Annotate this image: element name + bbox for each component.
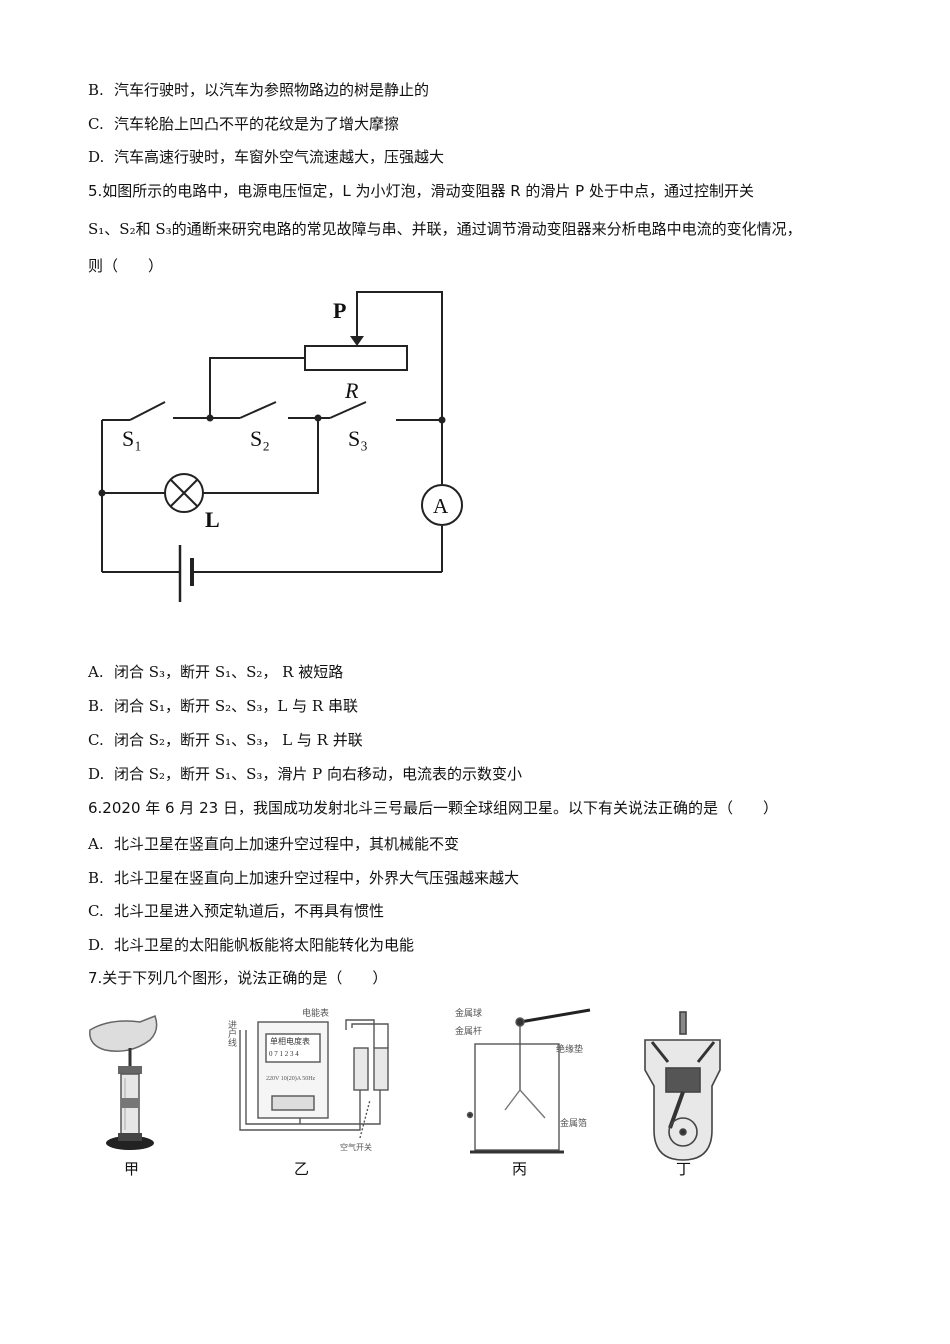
option-text: 闭合 S₂，断开 S₁、S₃， L 与 R 并联 [114,731,363,749]
switch-s2 [239,401,277,419]
label-s1: S₁ [122,426,142,451]
q7-stem: 7.关于下列几个图形，说法正确的是（ ） [88,969,388,987]
switch-s3 [329,401,367,419]
q6-option-a: A. 北斗卫星在竖直向上加速升空过程中，其机械能不变 [88,834,459,854]
q4-option-c: C. 汽车轮胎上凹凸不平的花纹是为了增大摩擦 [88,114,399,134]
q4-option-d: D. 汽车高速行驶时，车窗外空气流速越大，压强越大 [88,147,444,167]
air-switch-icon [353,1047,369,1091]
option-text: 汽车轮胎上凹凸不平的花纹是为了增大摩擦 [114,115,400,133]
charged-rod-icon [519,1008,591,1024]
figure-bing: 金属球 金属杆 绝缘垫 金属箔 [455,1007,591,1154]
option-letter: D. [88,936,105,954]
q5-option-b: B. 闭合 S₁，断开 S₂、S₃，L 与 R 串联 [88,696,358,716]
q5-option-d: D. 闭合 S₂，断开 S₁、S₃，滑片 P 向右移动，电流表的示数变小 [88,764,522,784]
ammeter-icon [421,484,463,526]
label-ammeter: A [433,494,449,518]
caption-ding: 丁 [676,1160,692,1178]
engine-icon [644,1039,721,1161]
option-text: 闭合 S₂，断开 S₁、S₃，滑片 P 向右移动，电流表的示数变小 [114,765,523,783]
option-text: 北斗卫星在竖直向上加速升空过程中，外界大气压强越来越大 [114,869,520,887]
caption-jia: 甲 [124,1160,140,1178]
meter-reading: 0 7 1 2 3 4 [269,1050,299,1058]
option-text: 北斗卫星的太阳能帆板能将太阳能转化为电能 [114,936,415,954]
figure-ding [644,1011,721,1161]
q5-option-c: C. 闭合 S₂，断开 S₁、S₃， L 与 R 并联 [88,730,363,750]
option-text: 北斗卫星在竖直向上加速升空过程中，其机械能不变 [114,835,460,853]
label-foil: 金属箔 [560,1117,587,1128]
option-letter: C. [88,115,104,133]
q5-stem-line3: 则（ ） [88,257,164,275]
figure-jia [89,1015,158,1150]
option-text: 闭合 S₁，断开 S₂、S₃，L 与 R 串联 [114,697,358,715]
meter-spec: 220V 10(20)A 50Hz [266,1075,316,1082]
q5-stem-line1: 5.如图所示的电路中，电源电压恒定，L 为小灯泡，滑动变阻器 R 的滑片 P 处… [88,182,754,200]
label-rod: 金属杆 [455,1025,482,1036]
q6-option-b: B. 北斗卫星在竖直向上加速升空过程中，外界大气压强越来越大 [88,868,519,888]
label-s3: S₃ [348,426,368,451]
rheostat-r [304,345,408,371]
option-text: 汽车高速行驶时，车窗外空气流速越大，压强越大 [114,148,445,166]
wire-p [356,291,443,420]
option-letter: B. [88,81,104,99]
q5-option-a: A. 闭合 S₃，断开 S₁、S₂， R 被短路 [88,662,343,682]
q5-stem-line2: S₁、S₂和 S₃的通断来研究电路的常见故障与串、并联，通过调节滑动变阻器来分析… [88,220,802,238]
label-pad: 绝缘垫 [556,1043,583,1054]
option-letter: A. [88,663,104,681]
option-text: 汽车行驶时，以汽车为参照物路边的树是静止的 [114,81,430,99]
q4-option-b: B. 汽车行驶时，以汽车为参照物路边的树是静止的 [88,80,429,100]
option-letter: C. [88,731,104,749]
slider-arrow-icon [350,336,364,346]
caption-bing: 丙 [512,1160,528,1178]
q7-figures: 进户线 单相电度表 0 7 1 2 3 4 220V 10(20)A 50Hz … [89,1007,721,1161]
label-switch: 空气开关 [340,1142,372,1152]
label-s2: S₂ [250,426,270,451]
option-letter: A. [88,835,104,853]
label-ball: 金属球 [455,1007,482,1018]
switch-s1 [129,401,166,421]
option-letter: D. [88,148,105,166]
option-text: 北斗卫星进入预定轨道后，不再具有惯性 [114,902,385,920]
figure-yi: 进户线 单相电度表 0 7 1 2 3 4 220V 10(20)A 50Hz … [227,1007,389,1152]
label-r: R [344,378,359,403]
label-p: P [333,298,346,323]
q6-stem: 6.2020 年 6 月 23 日，我国成功发射北斗三号最后一颗全球组网卫星。以… [88,799,778,817]
q6-option-d: D. 北斗卫星的太阳能帆板能将太阳能转化为电能 [88,935,414,955]
metal-ball-icon [515,1017,525,1027]
jar-icon [474,1043,560,1151]
meter-face-title: 单相电度表 [270,1036,310,1046]
label-lamp: L [205,507,220,532]
option-letter: B. [88,697,104,715]
label-in-line: 进户线 [227,1020,237,1047]
hand-icon [89,1015,158,1052]
wire-r-left [209,357,305,418]
option-letter: B. [88,869,104,887]
caption-yi: 乙 [294,1160,310,1178]
option-text: 闭合 S₃，断开 S₁、S₂， R 被短路 [114,663,344,681]
spark-plug-icon [679,1011,687,1035]
q6-option-c: C. 北斗卫星进入预定轨道后，不再具有惯性 [88,901,384,921]
option-letter: D. [88,765,105,783]
circuit-diagram: P R S₁ S₂ S₃ L A [98,291,463,602]
option-letter: C. [88,902,104,920]
label-meter: 电能表 [302,1007,329,1018]
